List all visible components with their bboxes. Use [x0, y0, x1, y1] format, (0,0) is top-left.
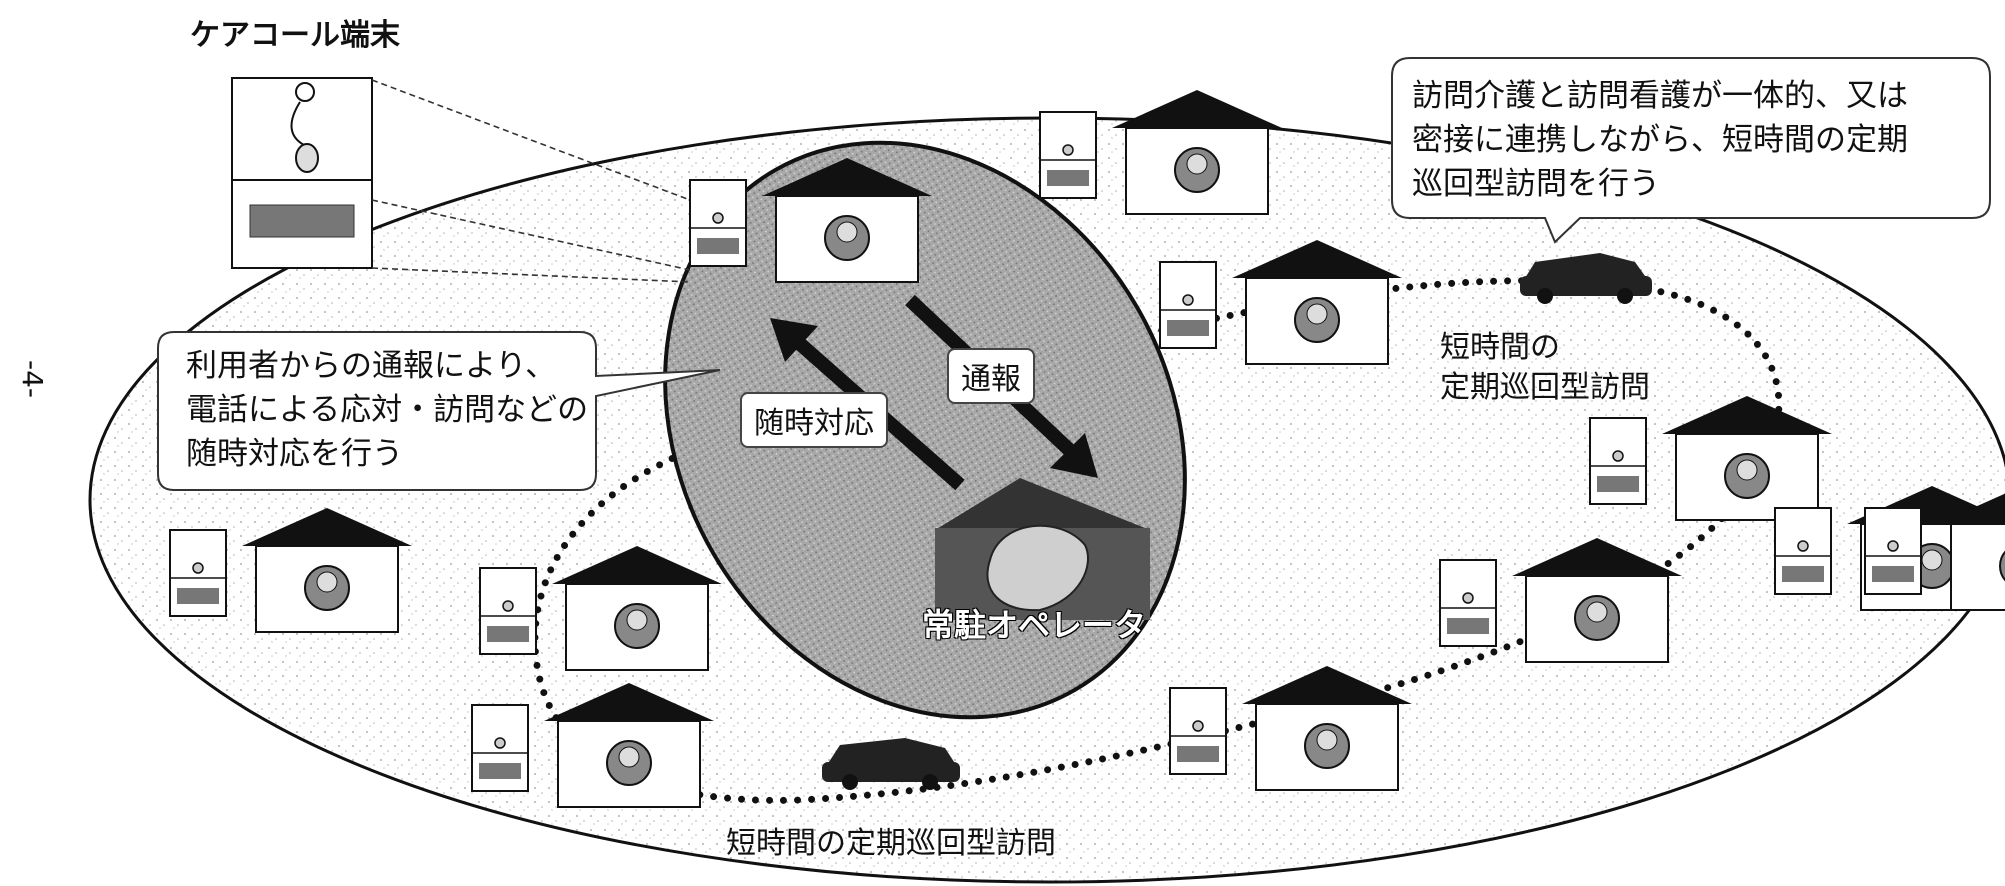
route-label-right-line1: 短時間の	[1440, 330, 1560, 365]
house-with-terminal-icon	[1159, 240, 1402, 365]
house-with-terminal-icon	[479, 546, 722, 671]
house-with-terminal-icon	[1864, 493, 2005, 611]
car-icon-top	[1520, 253, 1652, 304]
inset-connector-lines	[371, 79, 691, 283]
bubble-left-text: 利用者からの通報により、 電話による応対・訪問などの 随時対応を行う	[186, 344, 588, 476]
bubble-top-right-text: 訪問介護と訪問看護が一体的、又は 密接に連携しながら、短時間の定期 巡回型訪問を…	[1412, 74, 1908, 206]
pendant-button-icon	[295, 143, 319, 173]
route-label-right: 短時間の 定期巡回型訪問	[1440, 328, 1650, 408]
house-with-terminal-icon	[169, 508, 412, 633]
bubble-left-line: 電話による応対・訪問などの	[186, 392, 589, 428]
car-icon-bottom	[822, 738, 960, 790]
bubble-top-right-shape	[1391, 57, 1991, 244]
bubble-top-right-line: 巡回型訪問を行う	[1412, 166, 1660, 202]
speech-bubble-icon	[295, 82, 315, 102]
bubble-left-shape	[157, 331, 721, 491]
bubble-top-right-line: 訪問介護と訪問看護が一体的、又は	[1412, 78, 1908, 114]
report-label: 通報	[947, 348, 1035, 404]
care-call-terminal-inset	[231, 77, 373, 269]
house-with-terminal-icon	[1039, 90, 1282, 215]
page-number: -4-	[16, 360, 49, 399]
page-title: ケアコール端末	[190, 18, 400, 53]
route-label-right-line2: 定期巡回型訪問	[1440, 370, 1650, 405]
bubble-top-right-line: 密接に連携しながら、短時間の定期	[1412, 122, 1908, 158]
on-demand-label: 随時対応	[740, 392, 888, 448]
house-with-terminal-icon	[471, 683, 714, 808]
house-with-terminal-icon	[1589, 396, 1832, 521]
route-label-bottom: 短時間の定期巡回型訪問	[726, 826, 1056, 861]
bubble-left-line: 利用者からの通報により、	[186, 348, 557, 384]
bubble-left-line: 随時対応を行う	[186, 436, 403, 472]
operator-center-icon	[935, 478, 1150, 620]
operator-label: 常駐オペレータ	[922, 606, 1147, 644]
house-with-terminal-icon	[689, 158, 932, 283]
house-with-terminal-icon	[1169, 666, 1412, 791]
house-with-terminal-icon	[1439, 538, 1682, 663]
